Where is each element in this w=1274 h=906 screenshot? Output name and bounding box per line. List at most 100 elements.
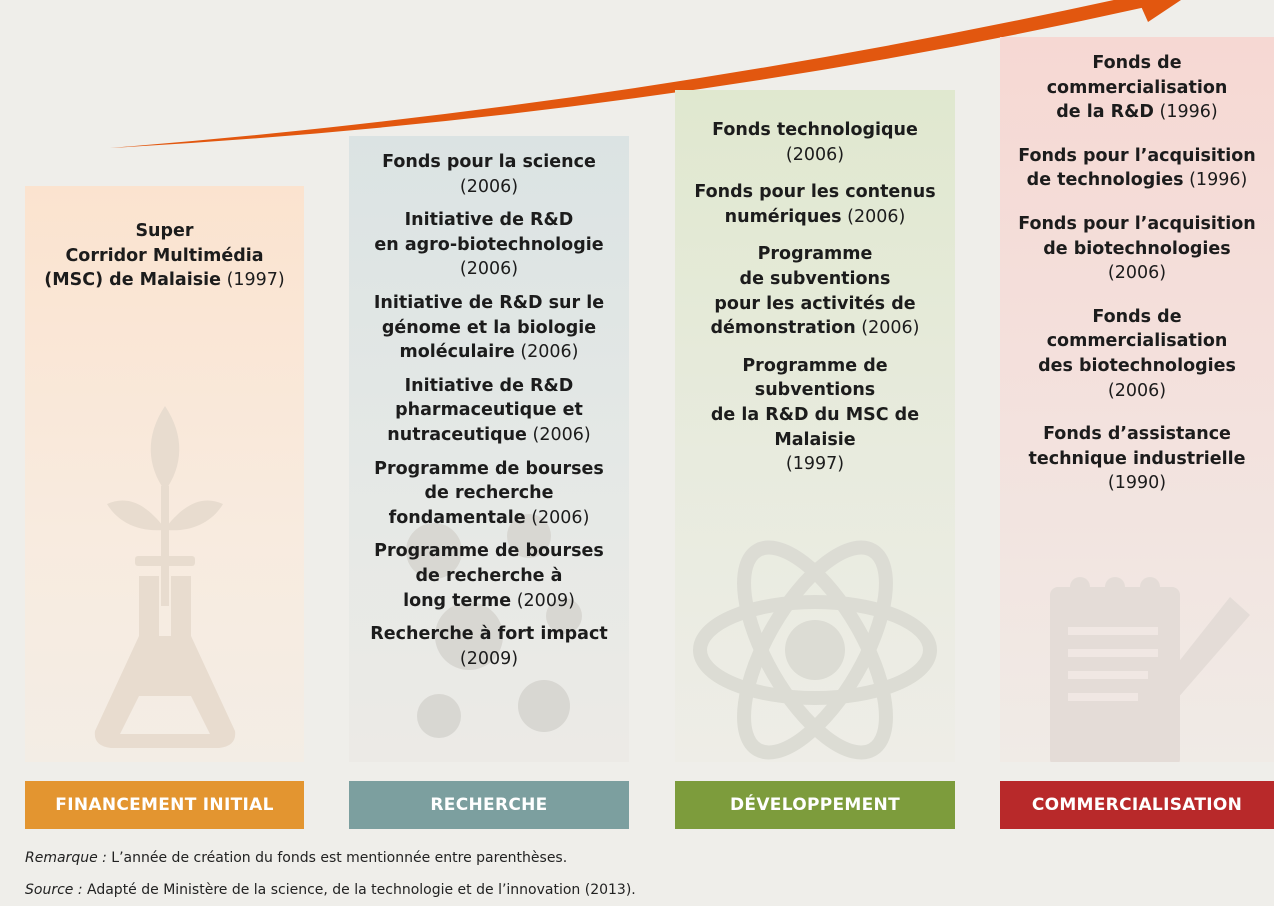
fund-name: Fonds pour l’acquisition [1018,213,1256,234]
fund-name: Programme de [742,355,888,376]
fund-line: démonstration (2006) [681,316,949,341]
fund-line: Initiative de R&D [355,208,623,233]
stage-label-seed-funding: FINANCEMENT INITIAL [25,781,304,829]
fund-name: Corridor Multimédia [65,245,264,266]
fund-name: fondamentale [388,507,526,528]
fund-line: Fonds de [1006,51,1268,76]
fund-name: de subventions [739,268,891,289]
fund-line: Programme de bourses [355,457,623,482]
fund-line: (2006) [681,143,949,168]
fund-name: pharmaceutique et [395,400,583,421]
fund-line: Initiative de R&D sur le [355,291,623,316]
fund-entry: Recherche à fort impact(2009) [355,622,623,671]
fund-line: subventions [681,378,949,403]
fund-name: Programme [757,244,873,265]
fund-name: de la R&D [1056,102,1154,123]
fund-year: (2006) [1107,263,1167,284]
remark-note: Remarque : L’année de création du fonds … [25,850,567,866]
fund-name: Programme de bourses [374,541,604,562]
remark-text: L’année de création du fonds est mention… [106,850,568,866]
stage-label-development: DÉVELOPPEMENT [675,781,955,829]
fund-line: de la R&D du MSC de [681,403,949,428]
fund-name: numériques [724,206,842,227]
fund-year: (2009) [511,590,575,611]
fund-line: Fonds d’assistance [1006,422,1268,447]
fund-name: en agro-biotechnologie [374,234,604,255]
fund-name: de biotechnologies [1043,238,1231,259]
fund-line: pharmaceutique et [355,398,623,423]
fund-year: (2006) [525,507,590,528]
fund-line: (1990) [1006,471,1268,496]
fund-name: Fonds de [1092,53,1182,73]
fund-line: Fonds pour les contenus [681,180,949,205]
fund-line: numériques (2006) [681,205,949,230]
fund-name: de recherche à [415,565,563,586]
fund-line: fondamentale (2006) [355,506,623,531]
column-development: Fonds technologique(2006) Fonds pour les … [675,90,955,762]
fund-line: long terme (2009) [355,589,623,614]
source-text: Adapté de Ministère de la science, de la… [82,882,636,898]
arrow-head [1138,0,1181,22]
atom-icon [693,540,937,760]
fund-line: (2006) [355,257,623,282]
fund-line: nutraceutique (2006) [355,423,623,448]
fund-line: Corridor Multimédia [31,244,298,269]
fund-name: démonstration [710,318,856,339]
fund-entry: Fonds pour la science(2006) [355,150,623,199]
fund-line: Programme de [681,354,949,379]
fund-line: de subventions [681,267,949,292]
molecules-icon [406,514,582,738]
fund-year: (1990) [1107,473,1167,494]
fund-line: Fonds pour la science [355,150,623,175]
fund-name: nutraceutique [387,424,527,445]
fund-name: Fonds de [1092,306,1182,327]
fund-name: Malaisie [774,429,856,450]
fund-name: Initiative de R&D [404,210,574,231]
fund-line: de recherche [355,481,623,506]
fund-line: moléculaire (2006) [355,340,623,365]
fund-line: (2009) [355,647,623,672]
fund-year: (2006) [785,144,845,165]
column-development-funds: Fonds technologique(2006) Fonds pour les … [675,90,955,477]
fund-line: (2006) [1006,379,1268,404]
fund-name: de la R&D du MSC de [710,404,920,425]
fund-name: génome et la biologie [381,317,597,338]
fund-name: de technologies [1026,170,1184,191]
fund-name: Initiative de R&D [404,375,574,396]
fund-entry: Programme de subventions pour les activité… [681,242,949,340]
fund-name: Programme de bourses [374,458,604,479]
fund-entry: Fonds pour l’acquisition de biotechnologi… [1006,212,1268,286]
fund-name: pour les activités de [714,293,916,314]
fund-line: de recherche à [355,564,623,589]
fund-entry: Programme de bourses de recherche à long t… [355,539,623,613]
fund-name: Initiative de R&D sur le [373,292,605,313]
fund-year: (2006) [1107,380,1167,401]
fund-line: de technologies (1996) [1006,168,1268,193]
fund-line: commercialisation [1006,76,1268,101]
source-note: Source : Adapté de Ministère de la scien… [25,882,636,898]
fund-year: (2006) [459,259,519,280]
flask-icon [94,406,236,748]
fund-line: commercialisation [1006,329,1268,354]
progress-arrow [110,0,1181,148]
fund-line: Fonds technologique [681,118,949,143]
fund-name: Recherche à fort impact [370,624,608,645]
fund-entry: Initiative de R&D en agro-biotechnologie (… [355,208,623,282]
arrow-body [110,0,1150,148]
fund-line: de la R&D (1996) [1006,100,1268,125]
fund-year: (2006) [514,342,579,363]
document-pencil-icon [1050,577,1250,762]
fund-line: Programme [681,242,949,267]
fund-line: technique industrielle [1006,447,1268,472]
fund-name: Super [135,221,194,241]
